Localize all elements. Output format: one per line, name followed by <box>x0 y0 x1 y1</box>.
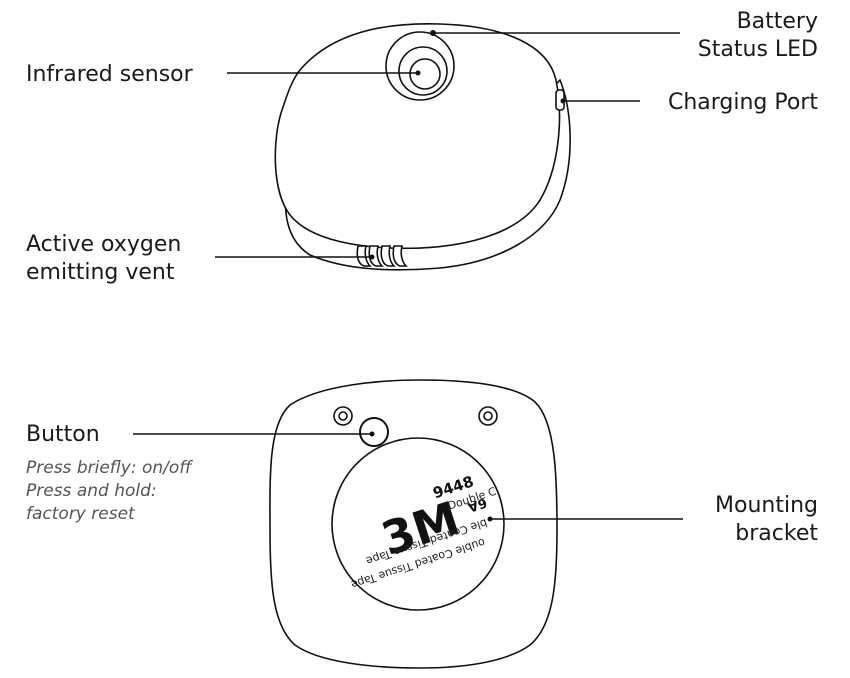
button-note-line1: Press briefly: on/off <box>26 458 193 478</box>
button-label: Button <box>26 422 100 447</box>
battery-led-label-line1: Battery <box>737 9 818 34</box>
oxygen-vent-leader-dot <box>369 254 375 260</box>
screw-left-inner <box>338 411 348 421</box>
mounting-bracket-label-line2: bracket <box>735 521 818 546</box>
button-circle <box>359 417 389 447</box>
mounting-bracket-label-line1: Mounting <box>715 493 818 518</box>
infrared-sensor-leader-dot <box>415 70 421 76</box>
top-view-device <box>274 23 571 271</box>
infrared-sensor-lens <box>409 58 441 90</box>
button-note-line2: Press and hold: <box>26 481 157 501</box>
tape-sticker-print: 3M 9448 Double C <box>375 472 498 566</box>
mounting-tape-disc <box>331 437 505 611</box>
device-top-face <box>274 23 561 250</box>
oxygen-vent-label-line2: emitting vent <box>26 260 175 285</box>
oxygen-vent <box>356 245 408 267</box>
bottom-view-device: 3M 9448 Double C ouble Coated Tissue Tap… <box>269 379 558 669</box>
mounting-bracket-leader-dot <box>487 516 493 522</box>
screw-right-inner <box>483 411 493 421</box>
infrared-sensor-label: Infrared sensor <box>26 62 194 87</box>
tape-model-fragment: 6A <box>466 494 489 514</box>
charging-port-dot <box>560 98 566 104</box>
battery-led-label-line2: Status LED <box>698 37 818 62</box>
charging-port-label: Charging Port <box>668 90 818 115</box>
button-leader-dot <box>369 431 375 437</box>
button-note-line3: factory reset <box>26 504 136 524</box>
oxygen-vent-label-line1: Active oxygen <box>26 232 181 257</box>
battery-led-dot <box>430 30 436 36</box>
